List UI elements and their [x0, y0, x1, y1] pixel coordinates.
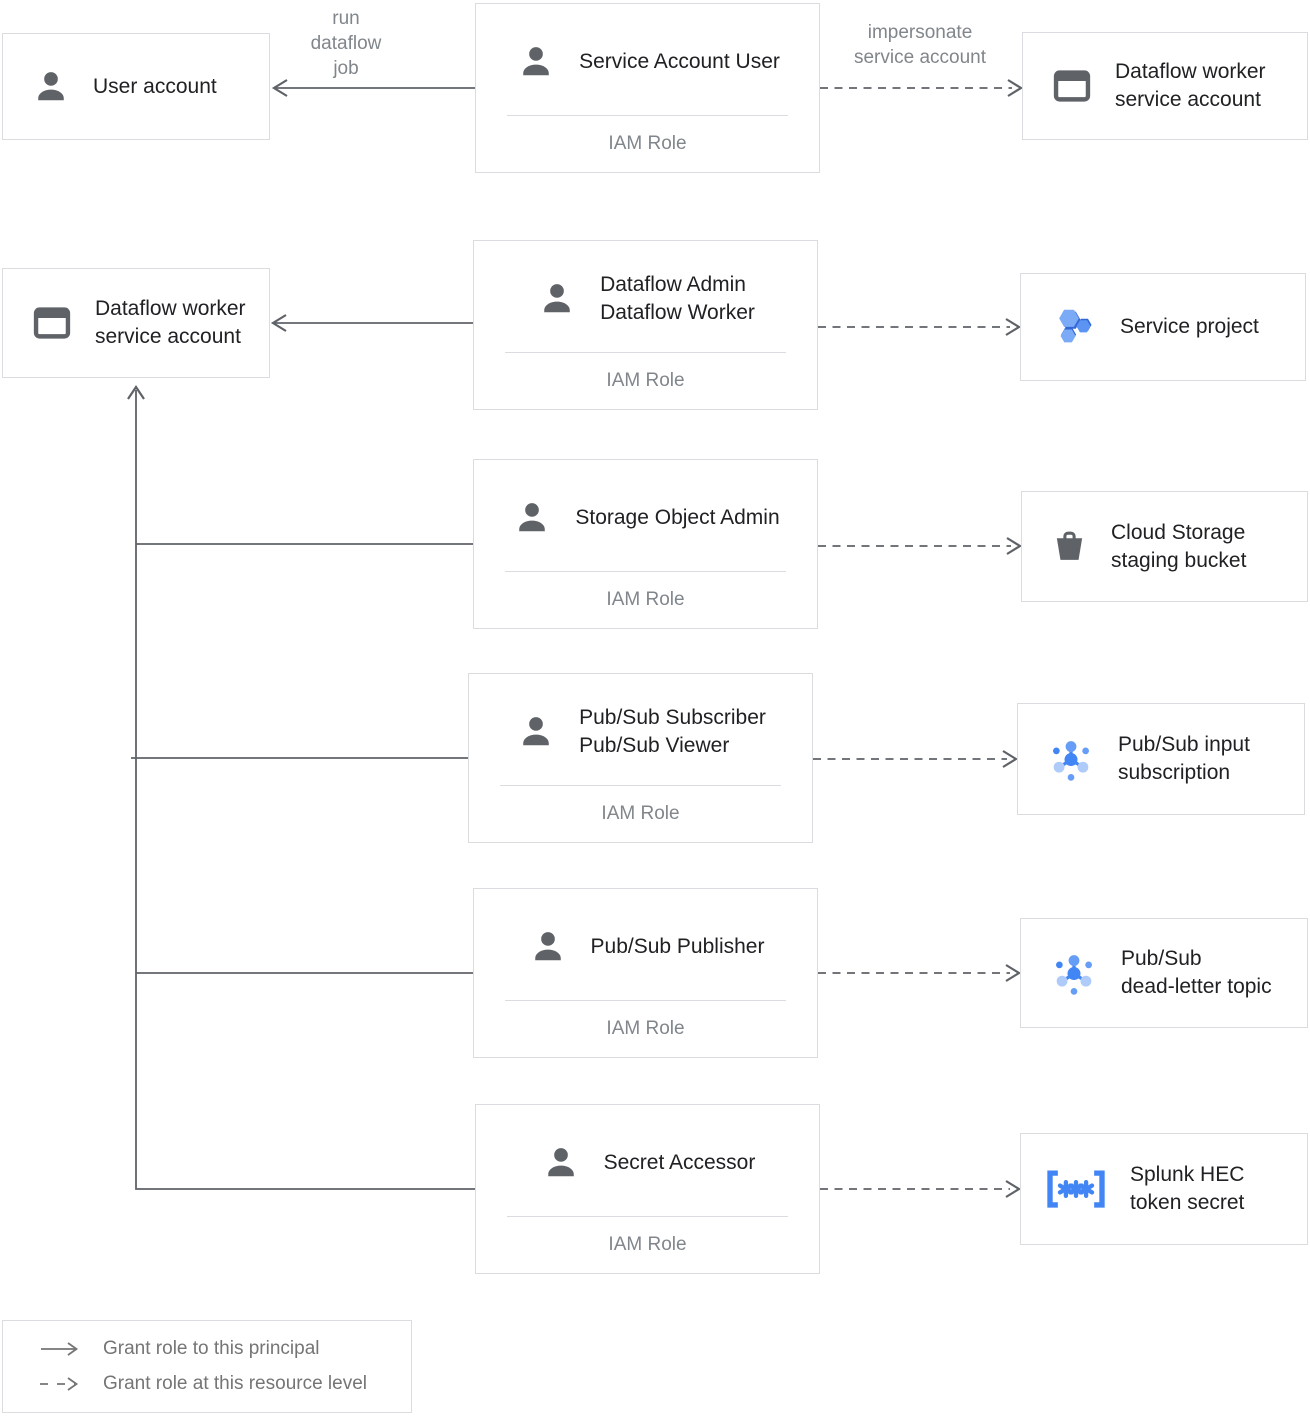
- edge-label-run-dataflow-job: run dataflow job: [310, 8, 382, 79]
- iam-role-title: Secret Accessor: [603, 1150, 756, 1174]
- node-label: Cloud Storage staging bucket: [1111, 520, 1247, 572]
- iam-role-dataflow-admin-worker: Dataflow Admin Dataflow Worker IAM Role: [473, 240, 818, 410]
- pubsub-icon: [1051, 739, 1091, 783]
- legend-item-grant-resource-level: Grant role at this resource level: [39, 1373, 411, 1395]
- legend-label: Grant role at this resource level: [103, 1373, 368, 1394]
- person-icon: [534, 931, 561, 960]
- project-hexagons-icon: [1059, 309, 1092, 342]
- iam-role-secret-accessor: Secret Accessor IAM Role: [475, 1104, 820, 1274]
- person-icon: [544, 283, 570, 312]
- iam-role-caption: IAM Role: [608, 133, 687, 154]
- node-label: Dataflow worker service account: [95, 297, 246, 348]
- node-splunk-hec-token-secret: Splunk HEC token secret: [1020, 1133, 1308, 1245]
- iam-role-title: Pub/Sub Subscriber Pub/Sub Viewer: [579, 705, 766, 757]
- iam-role-caption: IAM Role: [606, 1018, 685, 1039]
- edge-run-dataflow-job: [271, 79, 475, 97]
- node-label: Service project: [1120, 315, 1259, 338]
- node-label: Splunk HEC token secret: [1130, 1163, 1245, 1214]
- divider: [507, 115, 788, 116]
- person-icon: [523, 716, 549, 745]
- node-pubsub-dead-letter-topic: Pub/Sub dead-letter topic: [1020, 918, 1308, 1028]
- dashed-arrow-icon: [40, 1377, 79, 1391]
- iam-role-title: Dataflow Admin Dataflow Worker: [600, 272, 755, 324]
- person-icon: [523, 46, 549, 75]
- solid-arrow-icon: [41, 1342, 79, 1356]
- node-pubsub-input-subscription: Pub/Sub input subscription: [1017, 703, 1305, 815]
- edge-trunk-to-dataflow-worker-sa: [127, 385, 475, 1190]
- node-label: Pub/Sub dead-letter topic: [1121, 947, 1272, 998]
- storage-bucket-icon: [1055, 531, 1084, 562]
- person-icon: [547, 1147, 574, 1176]
- iam-role-caption: IAM Role: [601, 803, 680, 824]
- iam-role-pubsub-publisher: Pub/Sub Publisher IAM Role: [473, 888, 818, 1058]
- iam-role-title: Storage Object Admin: [575, 505, 780, 529]
- node-label: Dataflow worker service account: [1115, 60, 1266, 111]
- iam-role-title: Pub/Sub Publisher: [590, 934, 765, 958]
- secret-icon: [1043, 1168, 1109, 1210]
- divider: [505, 571, 786, 572]
- divider: [505, 1000, 786, 1001]
- service-account-icon: [30, 301, 74, 345]
- node-label: User account: [93, 74, 217, 98]
- node-dataflow-worker-service-account-left: Dataflow worker service account: [2, 268, 270, 378]
- person-icon: [38, 71, 64, 100]
- divider: [500, 785, 781, 786]
- node-label: Pub/Sub input subscription: [1118, 733, 1250, 784]
- divider: [505, 352, 786, 353]
- node-dataflow-worker-service-account-top: Dataflow worker service account: [1022, 32, 1308, 140]
- legend-label: Grant role to this principal: [103, 1338, 320, 1359]
- iam-role-caption: IAM Role: [608, 1234, 687, 1255]
- service-account-icon: [1050, 64, 1094, 108]
- legend-item-grant-principal: Grant role to this principal: [39, 1338, 411, 1360]
- edge-label-impersonate-service-account: impersonate service account: [853, 22, 986, 68]
- person-icon: [519, 502, 546, 531]
- node-cloud-storage-staging-bucket: Cloud Storage staging bucket: [1021, 491, 1308, 602]
- divider: [507, 1216, 788, 1217]
- iam-role-service-account-user: Service Account User IAM Role: [475, 3, 820, 173]
- iam-role-caption: IAM Role: [606, 370, 685, 391]
- iam-role-caption: IAM Role: [606, 589, 685, 610]
- pubsub-icon: [1054, 953, 1094, 997]
- node-user-account: User account: [2, 33, 270, 140]
- iam-role-pubsub-subscriber-viewer: Pub/Sub Subscriber Pub/Sub Viewer IAM Ro…: [468, 673, 813, 843]
- iam-role-storage-object-admin: Storage Object Admin IAM Role: [473, 459, 818, 629]
- node-service-project: Service project: [1020, 273, 1306, 381]
- iam-role-title: Service Account User: [579, 49, 780, 73]
- edge-grant-to-dataflow-worker-sa: [270, 314, 473, 332]
- legend: Grant role to this principal Grant role …: [2, 1320, 412, 1413]
